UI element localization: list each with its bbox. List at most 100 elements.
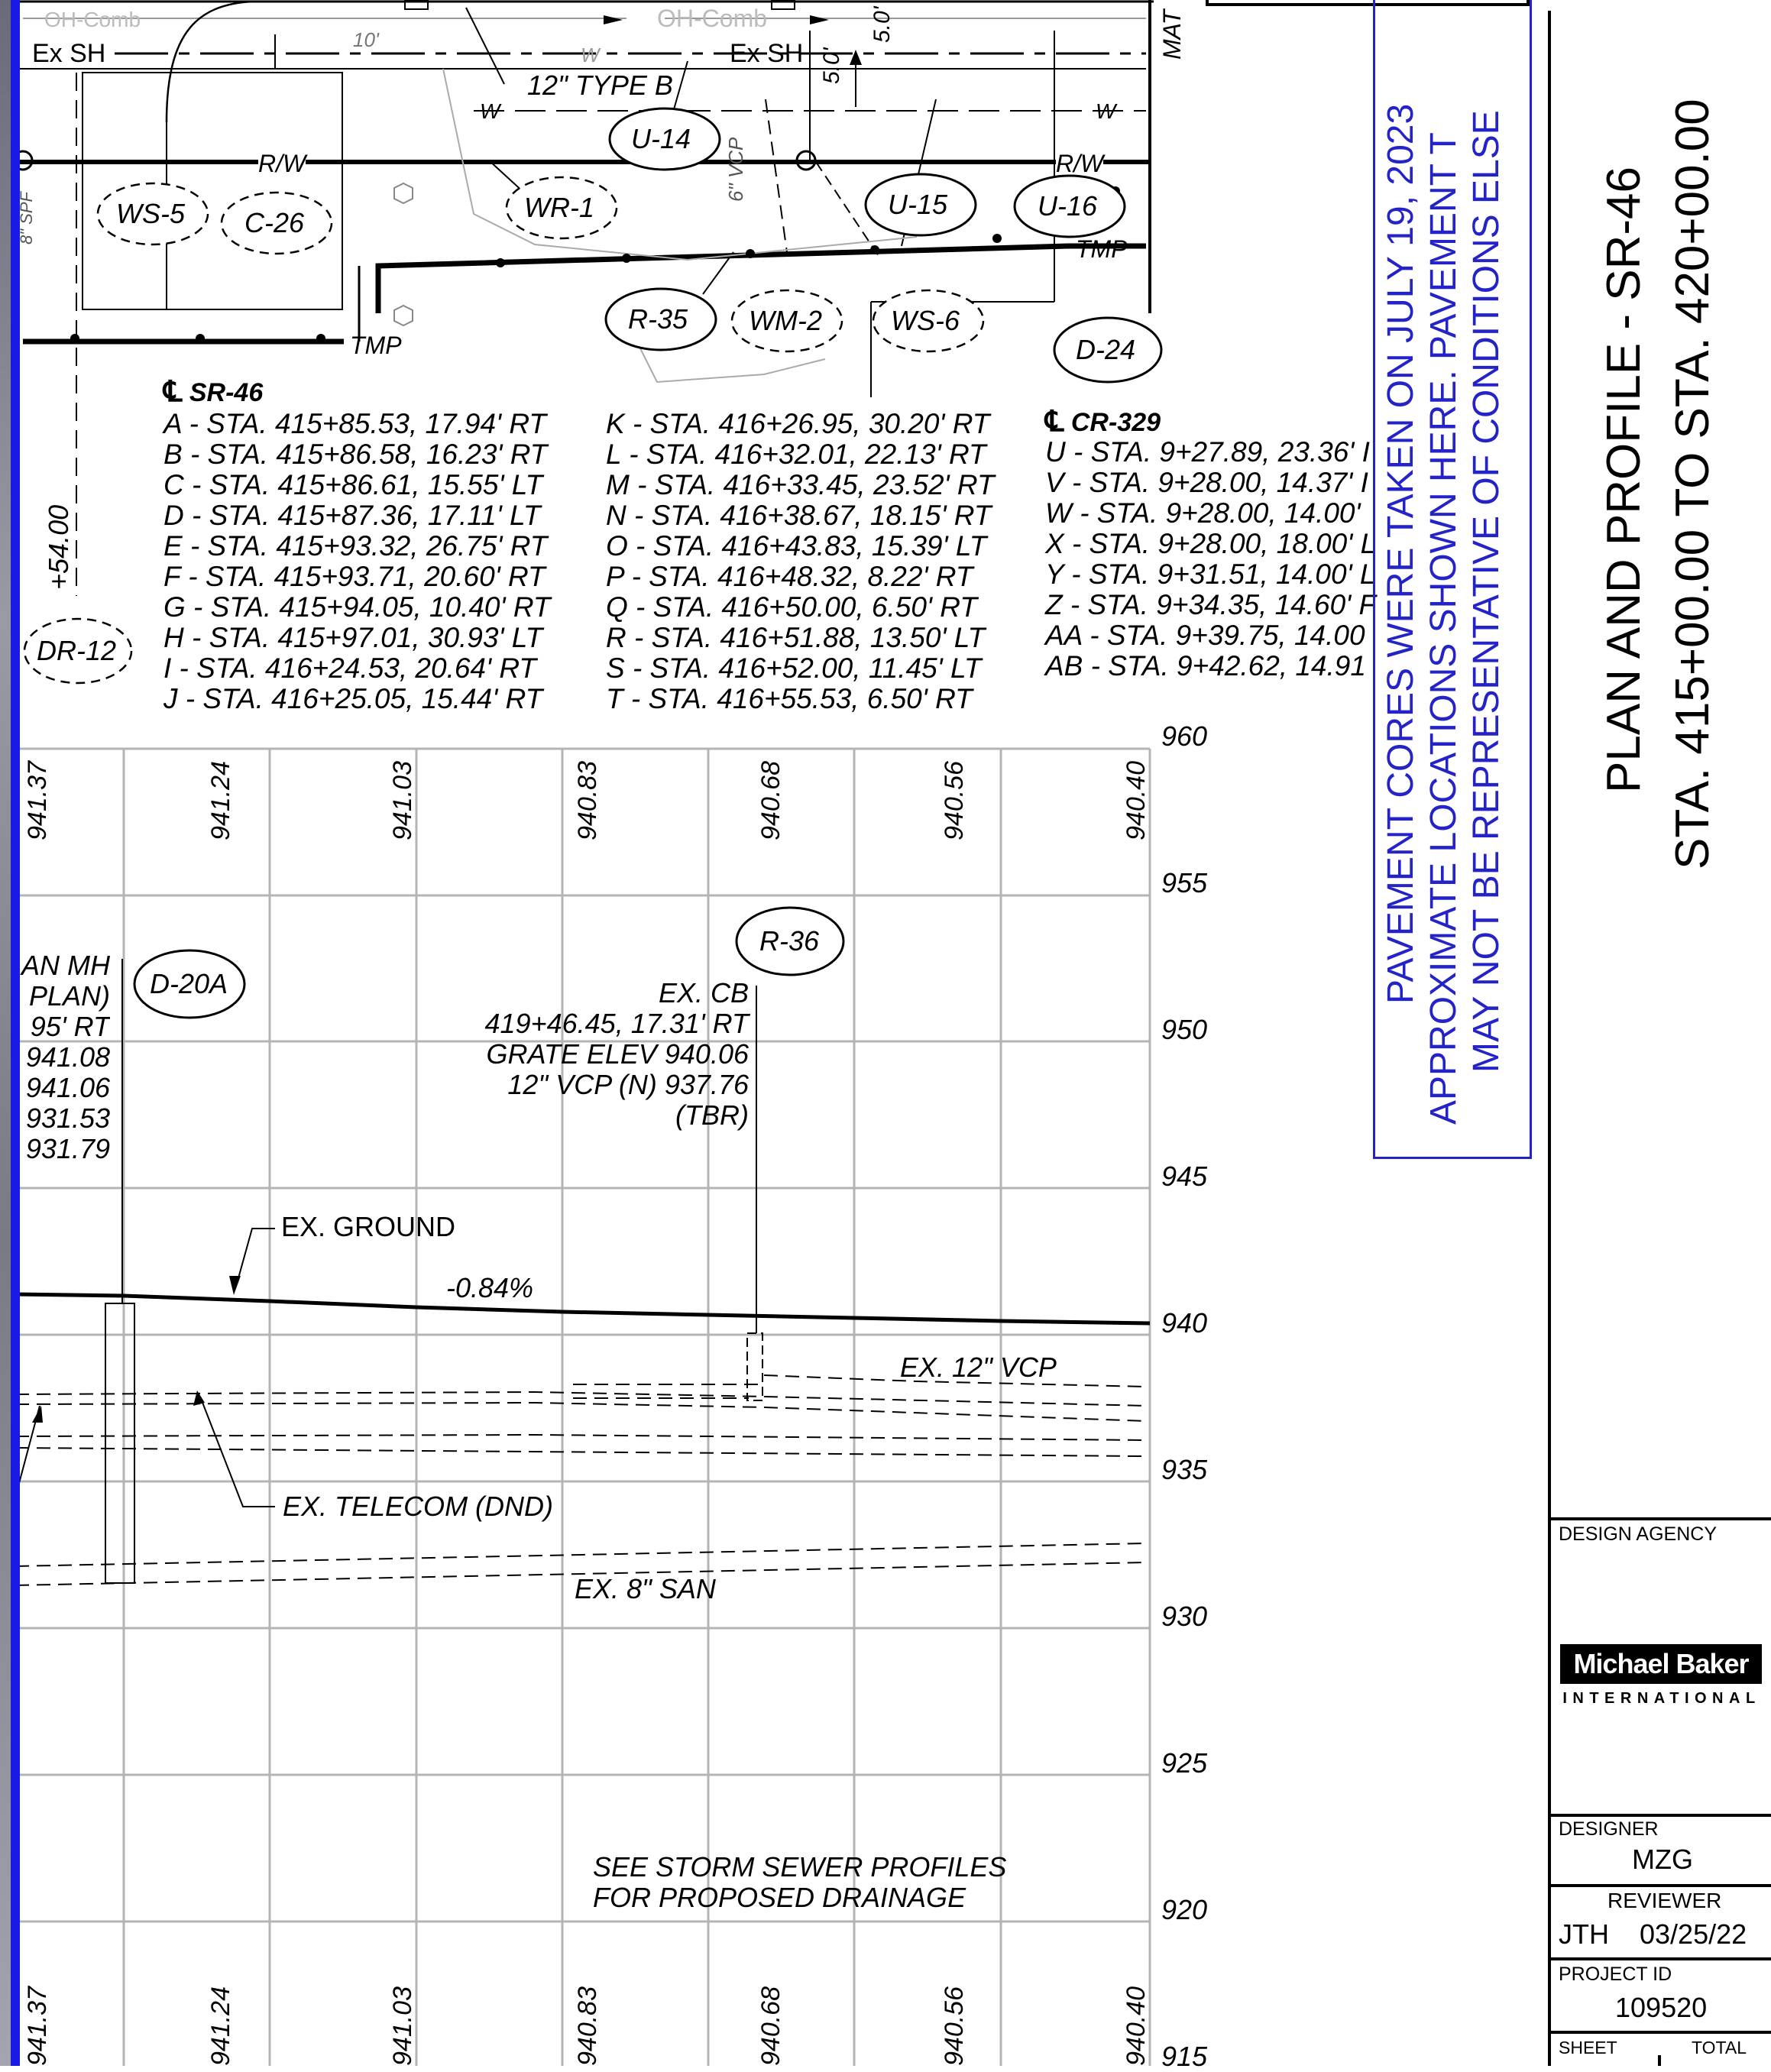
bottom-ground-elev: 941.37 (23, 1986, 52, 2066)
top-ground-elev: 940.68 (756, 761, 785, 840)
oh-comb-label-1: OH-Comb (44, 8, 141, 31)
point-row: Y - STA. 9+31.51, 14.00' L (1045, 558, 1376, 590)
point-row: AA - STA. 9+39.75, 14.00 (1045, 620, 1365, 651)
water-label-2: W (581, 44, 600, 66)
elev-930: 930 (1161, 1601, 1208, 1632)
point-row: J - STA. 416+25.05, 15.44' RT (164, 683, 543, 714)
point-row: Q - STA. 416+50.00, 6.50' RT (606, 591, 977, 623)
sr46-title: SR-46 (189, 378, 264, 407)
bottom-ground-elev: 941.24 (206, 1986, 235, 2066)
point-row: O - STA. 416+43.83, 15.39' LT (606, 530, 987, 562)
storm-note-1: SEE STORM SEWER PROFILES (593, 1851, 1007, 1883)
point-row: B - STA. 415+86.58, 16.23' RT (164, 439, 548, 470)
sr46-points-header: ℄ SR-46 (164, 377, 263, 407)
top-ground-elev: 940.56 (940, 761, 969, 840)
bubble-d-20a: D-20A (150, 968, 228, 999)
project-id-value: 109520 (1615, 1992, 1708, 2023)
sheet-subtitle: STA. 415+00.00 TO STA. 420+00.00 (1666, 99, 1719, 869)
bubble-r-36: R-36 (759, 925, 820, 957)
ex-telecom-label: EX. TELECOM (DND) (283, 1491, 554, 1522)
sheet-cell (1551, 2031, 1771, 2069)
elev-915: 915 (1161, 2041, 1208, 2072)
top-ground-elev: 941.24 (206, 761, 235, 840)
reviewer-value: JTH 03/25/22 (1559, 1918, 1747, 1950)
designer-cell (1551, 1814, 1771, 1887)
sheet-label: SHEET (1559, 2038, 1617, 2057)
point-row: A - STA. 415+85.53, 17.94' RT (164, 408, 547, 439)
point-row: AB - STA. 9+42.62, 14.91 (1045, 650, 1366, 681)
pavement-cores-notice (1373, 0, 1532, 1159)
point-row: C - STA. 415+86.61, 15.55' LT (164, 469, 543, 500)
rw-label-1: R/W (258, 148, 306, 179)
title-block-border (1548, 11, 1551, 2066)
bubble-d-24: D-24 (1076, 334, 1136, 365)
point-row: U - STA. 9+27.89, 23.36' I (1045, 436, 1370, 468)
reviewer-cell (1551, 1884, 1771, 1960)
cr329-title: CR-329 (1070, 408, 1161, 437)
bubble-wm-2: WM-2 (749, 305, 822, 336)
notice-line-1: PAVEMENT CORES WERE TAKEN ON JULY 19, 20… (1381, 103, 1421, 1004)
ex-cb-callout: EX. CB 419+46.45, 17.31' RT GRATE ELEV 9… (484, 977, 749, 1131)
point-row: V - STA. 9+28.00, 14.37' I (1045, 467, 1368, 498)
elev-940: 940 (1161, 1307, 1208, 1339)
design-agency-label: DESIGN AGENCY (1559, 1523, 1717, 1545)
storm-note-2: FOR PROPOSED DRAINAGE (593, 1882, 966, 1913)
type-b-label: 12" TYPE B (527, 70, 673, 101)
bubble-u-15: U-15 (888, 189, 948, 220)
bottom-ground-elev: 940.40 (1122, 1986, 1151, 2066)
point-row: X - STA. 9+28.00, 18.00' L (1045, 528, 1377, 559)
notice-line-2: APPROXIMATE LOCATIONS SHOWN HERE. PAVEME… (1423, 132, 1464, 1125)
bubble-wr-1: WR-1 (524, 192, 594, 223)
point-row: Z - STA. 9+34.35, 14.60' F (1045, 589, 1377, 620)
bubble-ws-6: WS-6 (891, 305, 960, 336)
bubble-r-35: R-35 (628, 303, 688, 335)
elev-920: 920 (1161, 1894, 1208, 1925)
sr46-points-list-b: K - STA. 416+26.95, 30.20' RT L - STA. 4… (606, 409, 995, 714)
point-row: E - STA. 415+93.32, 26.75' RT (164, 530, 548, 562)
point-row: H - STA. 415+97.01, 30.93' LT (164, 622, 543, 653)
point-row: L - STA. 416+32.01, 22.13' RT (606, 439, 986, 470)
elev-935: 935 (1161, 1454, 1208, 1485)
elev-960: 960 (1161, 720, 1208, 752)
point-row: D - STA. 415+87.36, 17.11' LT (164, 500, 541, 531)
ex-san-label: EX. 8" SAN (575, 1573, 716, 1604)
michael-baker-logo-sub: INTERNATIONAL (1562, 1690, 1761, 1707)
water-label-1: W (480, 99, 500, 123)
bottom-ground-elev: 941.03 (388, 1986, 417, 2066)
bubble-u-14: U-14 (631, 123, 691, 154)
ex-sh-label-1: Ex SH (32, 39, 106, 68)
centerline-icon: ℄ (1045, 406, 1064, 438)
elev-945: 945 (1161, 1161, 1208, 1192)
san-mh-callout: AN MH PLAN) 95' RT 941.08 941.06 931.53 … (21, 950, 110, 1164)
point-row: I - STA. 416+24.53, 20.64' RT (164, 652, 537, 684)
left-photo-strip (0, 0, 11, 2066)
slope-label: -0.84% (446, 1272, 534, 1303)
point-row: S - STA. 416+52.00, 11.45' LT (606, 652, 982, 684)
designer-label: DESIGNER (1559, 1818, 1659, 1840)
top-ground-elev: 941.03 (388, 761, 417, 840)
project-id-label: PROJECT ID (1559, 1964, 1672, 1985)
designer-value: MZG (1632, 1844, 1693, 1875)
point-row: M - STA. 416+33.45, 23.52' RT (606, 469, 995, 500)
tmp-label-2: TMP (1076, 235, 1128, 263)
point-row: W - STA. 9+28.00, 14.00' (1045, 497, 1361, 529)
bubble-ws-5: WS-5 (116, 198, 185, 229)
top-ground-elev: 941.37 (23, 761, 52, 840)
cr329-points: ℄ CR-329 U - STA. 9+27.89, 23.36' I V - … (1045, 407, 1376, 681)
bubble-dr-12: DR-12 (37, 635, 117, 666)
dim-10ft: 10' (353, 28, 379, 51)
centerline-icon: ℄ (164, 376, 183, 408)
notice-line-3: MAY NOT BE REPRESENTATIVE OF CONDITIONS … (1466, 110, 1507, 1073)
point-row: P - STA. 416+48.32, 8.22' RT (606, 561, 973, 592)
bubble-c-26: C-26 (244, 207, 305, 238)
elev-925: 925 (1161, 1747, 1208, 1779)
michael-baker-logo: Michael Baker (1560, 1644, 1762, 1684)
point-row: G - STA. 415+94.05, 10.40' RT (164, 591, 551, 623)
tmp-label-1: TMP (350, 332, 402, 359)
top-ground-elev: 940.40 (1122, 761, 1151, 840)
point-row: N - STA. 416+38.67, 18.15' RT (606, 500, 992, 531)
sr46-points-list-a: A - STA. 415+85.53, 17.94' RT B - STA. 4… (164, 409, 551, 714)
